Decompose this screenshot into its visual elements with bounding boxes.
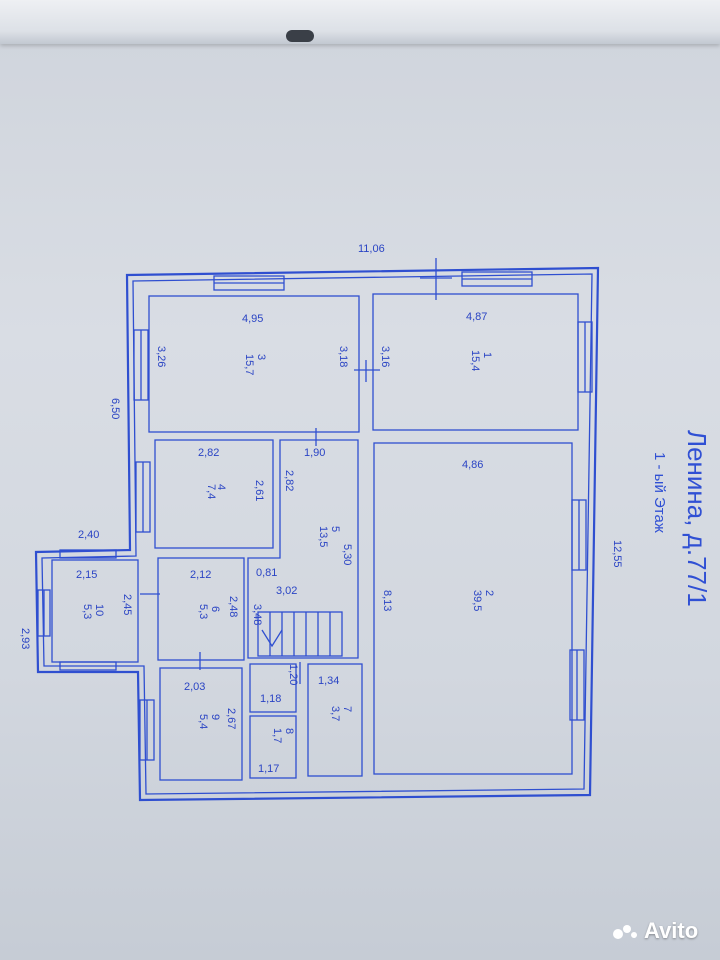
room-7-width: 1,34 xyxy=(318,675,339,687)
room-4-height: 2,61 xyxy=(253,480,265,501)
outer-wall xyxy=(34,266,600,802)
stair-dim: 3,48 xyxy=(251,604,263,625)
room-1-area: 15,4 xyxy=(469,350,481,371)
room-5-height-right: 5,30 xyxy=(341,544,353,565)
room-7-area: 3,7 xyxy=(329,706,341,721)
room-9-width: 2,03 xyxy=(184,681,205,693)
avito-logo-icon xyxy=(613,925,637,940)
dim-top: 11,06 xyxy=(358,243,385,255)
room-8-number: 8 xyxy=(283,728,295,734)
dim-right: 12,55 xyxy=(611,540,623,568)
room-6-width: 2,12 xyxy=(190,569,211,581)
room-8-height: 1,20 xyxy=(287,664,299,685)
room-6-outline xyxy=(157,557,245,661)
room-2-outline xyxy=(373,442,573,775)
room-8-width-lower: 1,17 xyxy=(258,763,279,775)
room-5-small-dim: 0,81 xyxy=(256,567,277,579)
room-9-number: 9 xyxy=(209,714,221,720)
room-10-width: 2,15 xyxy=(76,569,97,581)
floor-label: 1 - ый Этаж xyxy=(651,452,668,533)
watermark-text: Avito xyxy=(644,918,699,943)
room-3-area: 15,7 xyxy=(243,354,255,375)
room-1-width: 4,87 xyxy=(466,311,487,323)
room-10-area: 5,3 xyxy=(81,604,93,619)
room-6-number: 6 xyxy=(209,606,221,612)
room-4-width: 2,82 xyxy=(198,447,219,459)
binder-clip xyxy=(286,30,314,42)
room-7-outline xyxy=(307,663,363,777)
street-address: Ленина, д.77/1 xyxy=(682,430,712,607)
room-6-area: 5,3 xyxy=(197,604,209,619)
room-9-area: 5,4 xyxy=(197,714,209,729)
room-4-area: 7,4 xyxy=(205,484,217,499)
room-5-number: 5 xyxy=(329,526,341,532)
room-8-area: 1,7 xyxy=(271,728,283,743)
room-3-width: 4,95 xyxy=(242,313,263,325)
room-4-number: 4 xyxy=(215,484,227,490)
room-5-height: 2,82 xyxy=(283,470,295,491)
room-3-outline xyxy=(148,295,360,433)
room-3-height: 3,26 xyxy=(155,346,167,367)
room-10-height: 2,45 xyxy=(121,594,133,615)
room-8-width: 1,18 xyxy=(260,693,281,705)
room-5-area: 13,5 xyxy=(317,526,329,547)
room-3-number: 3 xyxy=(255,354,267,360)
door-marks xyxy=(140,258,452,684)
binder-edge xyxy=(0,0,720,44)
room-3-height-right: 3,18 xyxy=(337,346,349,367)
room-8-outline xyxy=(249,715,297,779)
dim-annex-top: 2,40 xyxy=(78,529,99,541)
room-4-outline xyxy=(154,439,274,549)
room-2-number: 2 xyxy=(483,590,495,596)
room-2-area: 39,5 xyxy=(471,590,483,611)
room-7-number: 7 xyxy=(341,706,353,712)
room-5-outline xyxy=(247,439,359,659)
room-10-number: 10 xyxy=(93,604,105,616)
stairs xyxy=(257,611,343,657)
windows xyxy=(37,271,593,761)
room-1-number: 1 xyxy=(481,352,493,358)
inner-wall-line xyxy=(41,273,593,795)
room-6-height: 2,48 xyxy=(227,596,239,617)
dim-left: 6,50 xyxy=(109,398,121,419)
room-9-height: 2,67 xyxy=(225,708,237,729)
room-1-height: 3,16 xyxy=(379,346,391,367)
dim-annex-side: 2,93 xyxy=(19,628,31,649)
room-9-outline xyxy=(159,667,243,781)
corridor-outline xyxy=(249,663,297,713)
room-2-width: 4,86 xyxy=(462,459,483,471)
room-5-width-lower: 3,02 xyxy=(276,585,297,597)
room-5-width: 1,90 xyxy=(304,447,325,459)
room-2-height: 8,13 xyxy=(381,590,393,611)
avito-watermark: Avito xyxy=(612,918,698,944)
